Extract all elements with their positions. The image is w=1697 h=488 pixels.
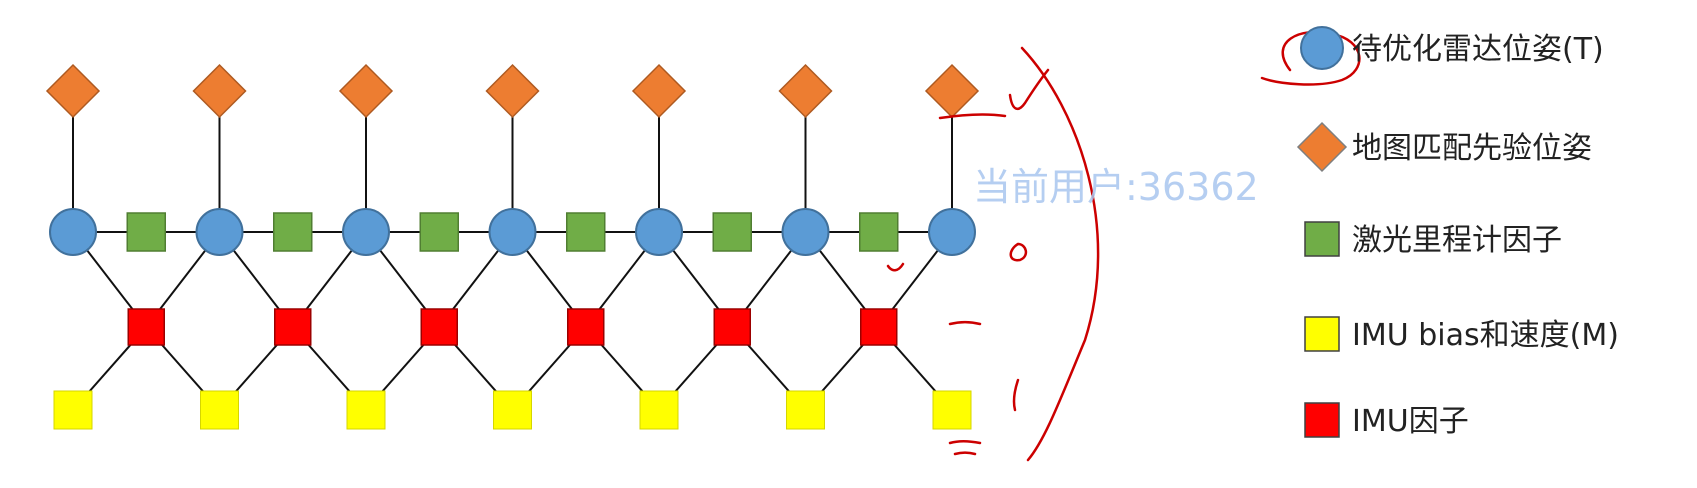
lidar-factor-square: [859, 212, 899, 252]
imu-factor-square: [420, 308, 458, 346]
legend-square: [1304, 316, 1340, 352]
imu-state-square: [639, 390, 679, 430]
imu-state-square: [493, 390, 532, 430]
annotation-circle-mark: [1260, 30, 1361, 86]
annotation-brace: [1020, 46, 1100, 462]
legend-prior-diamond: [1296, 121, 1348, 173]
pose-circle: [488, 208, 537, 256]
annotation-one: [1012, 378, 1020, 412]
legend-label: 地图匹配先验位姿: [1352, 131, 1592, 166]
imu-factor-square: [713, 308, 751, 346]
legend-square: [1304, 402, 1340, 438]
legend-label: IMU因子: [1352, 404, 1469, 439]
legend-label: IMU bias和速度(M): [1352, 318, 1619, 353]
annotation-dash: [948, 439, 982, 445]
annotation-dash: [938, 113, 1007, 120]
annotation-zero: [1009, 242, 1028, 262]
lidar-factor-square: [126, 212, 166, 252]
annotation-dash: [953, 451, 977, 456]
lidar-factor-square: [566, 212, 606, 252]
annotation-dash: [948, 320, 982, 326]
prior-pose-diamond: [45, 63, 101, 119]
imu-state-square: [932, 390, 972, 430]
imu-state-square: [786, 390, 825, 430]
handwritten-annotations: [886, 30, 1361, 462]
imu-factor-square: [860, 308, 898, 346]
imu-factor-square: [127, 308, 165, 346]
prior-pose-diamond: [485, 63, 540, 119]
lidar-factor-square: [712, 212, 752, 252]
imu-state-square: [200, 390, 239, 430]
pose-circle: [49, 208, 97, 256]
annotation-tick: [886, 262, 905, 272]
annotation-check: [1008, 68, 1050, 111]
pose-circle: [195, 208, 244, 256]
imu-factor-square: [274, 308, 312, 346]
imu-state-square: [346, 390, 386, 430]
imu-state-square: [53, 390, 93, 430]
watermark-text: 当前用户:36362: [973, 165, 1259, 209]
legend-label: 待优化雷达位姿(T): [1352, 32, 1604, 67]
lidar-factor-square: [419, 212, 459, 252]
legend-label: 激光里程计因子: [1352, 223, 1562, 258]
prior-pose-diamond: [631, 63, 687, 119]
prior-pose-diamond: [924, 63, 980, 119]
prior-pose-diamond: [192, 63, 247, 119]
legend-pose-circle: [1300, 26, 1344, 70]
graph-nodes: [45, 63, 980, 430]
pose-circle: [342, 208, 390, 256]
prior-pose-diamond: [338, 63, 394, 119]
legend-square: [1304, 221, 1340, 257]
imu-factor-square: [567, 308, 605, 346]
pose-circle: [928, 208, 976, 256]
lidar-factor-square: [273, 212, 313, 252]
pose-circle: [635, 208, 683, 256]
prior-pose-diamond: [778, 63, 833, 119]
pose-circle: [781, 208, 830, 256]
